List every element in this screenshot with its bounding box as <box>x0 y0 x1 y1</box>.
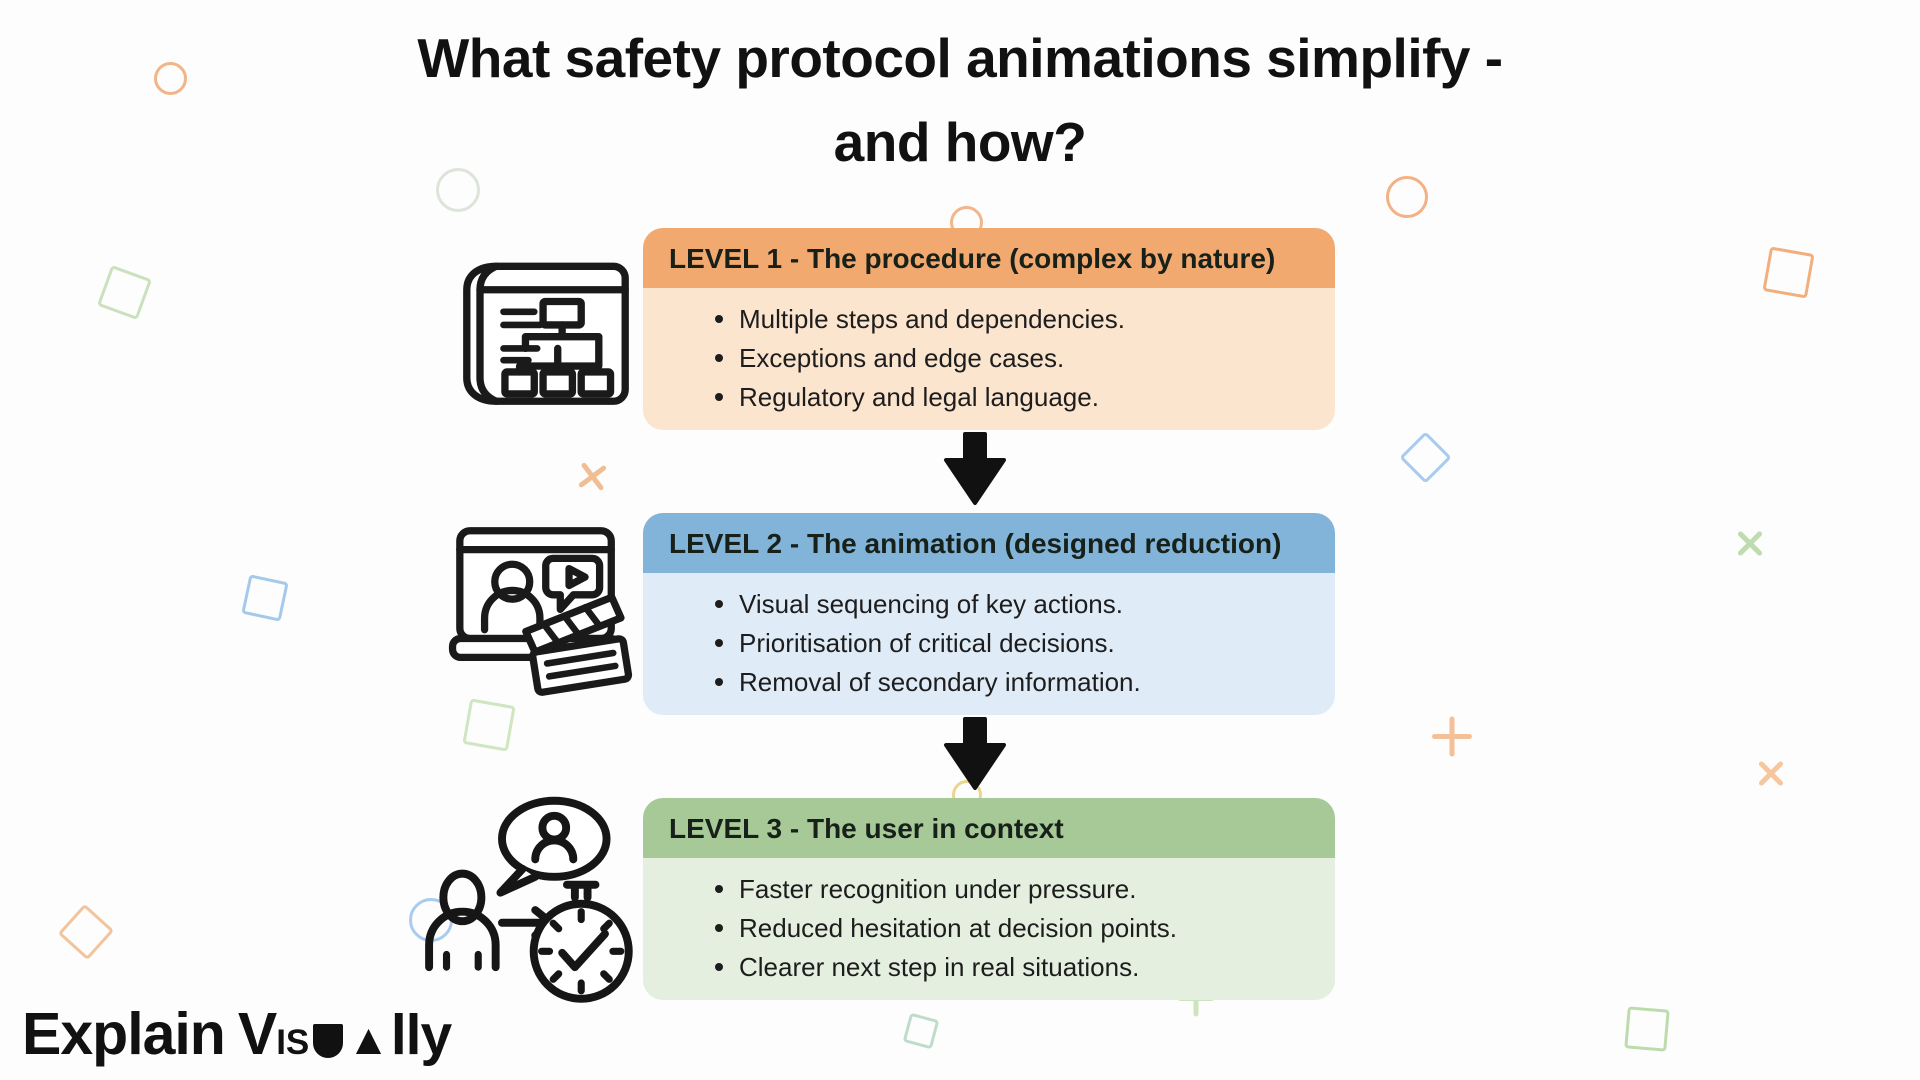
logo-letters-lly: lly <box>390 1003 452 1067</box>
logo-shape-u <box>313 1024 344 1058</box>
green-diamond-left <box>96 264 153 321</box>
orange-circle-top-left <box>154 62 187 95</box>
green-x-right <box>1734 527 1766 559</box>
orange-diamond-bottom-left <box>57 903 115 961</box>
level-2-bullet: Visual sequencing of key actions. <box>715 587 1335 621</box>
level-1-bullet: Exceptions and edge cases. <box>715 341 1335 375</box>
page-title: What safety protocol animations simplify… <box>20 16 1900 184</box>
teal-diamond-bottom <box>902 1012 940 1050</box>
level-1-body: Multiple steps and dependencies. Excepti… <box>643 288 1335 430</box>
level-1-bullet: Multiple steps and dependencies. <box>715 302 1335 336</box>
orange-plus-right <box>1432 716 1472 756</box>
orange-x-right <box>1755 757 1787 789</box>
orange-x-mid <box>574 458 611 495</box>
logo-letters-is: IS <box>276 1023 310 1062</box>
explain-visually-logo: Explain V IS ▲ lly <box>22 1000 452 1070</box>
user-stopwatch-icon <box>402 796 640 1003</box>
blue-diamond-right <box>1399 431 1452 484</box>
level-2-bullet: Removal of secondary information. <box>715 665 1335 699</box>
level-1-header: LEVEL 1 - The procedure (complex by natu… <box>643 228 1335 288</box>
page-title-line2: and how? <box>833 111 1087 173</box>
level-2-bullet: Prioritisation of critical decisions. <box>715 626 1335 660</box>
level-3-header: LEVEL 3 - The user in context <box>643 798 1335 858</box>
level-3-bullet: Reduced hesitation at decision points. <box>715 911 1335 945</box>
level-3-box: LEVEL 3 - The user in context Faster rec… <box>643 798 1335 1000</box>
green-square-mid <box>462 698 516 752</box>
logo-letter-v: V <box>237 1001 277 1067</box>
level-3-bullet: Clearer next step in real situations. <box>715 950 1335 984</box>
down-arrow-icon <box>944 432 1006 505</box>
green-square-bottom-right <box>1624 1006 1670 1052</box>
flowchart-document-icon <box>458 256 634 413</box>
level-1-bullet: Regulatory and legal language. <box>715 380 1335 414</box>
level-2-body: Visual sequencing of key actions. Priori… <box>643 573 1335 715</box>
page-title-line1: What safety protocol animations simplify… <box>417 27 1503 89</box>
orange-circle-top-right <box>1386 176 1428 218</box>
video-clapperboard-icon <box>448 522 633 696</box>
level-1-bullet-list: Multiple steps and dependencies. Excepti… <box>643 302 1335 414</box>
level-2-bullet-list: Visual sequencing of key actions. Priori… <box>643 587 1335 699</box>
level-2-box: LEVEL 2 - The animation (designed reduct… <box>643 513 1335 715</box>
logo-triangle-a: ▲ <box>347 1016 390 1064</box>
level-3-bullet-list: Faster recognition under pressure. Reduc… <box>643 872 1335 984</box>
level-2-header: LEVEL 2 - The animation (designed reduct… <box>643 513 1335 573</box>
level-3-bullet: Faster recognition under pressure. <box>715 872 1335 906</box>
blue-square-left <box>241 574 289 622</box>
faint-green-circle-top <box>436 168 480 212</box>
down-arrow-icon <box>944 717 1006 790</box>
logo-word-explain: Explain <box>22 1001 226 1067</box>
level-3-body: Faster recognition under pressure. Reduc… <box>643 858 1335 1000</box>
orange-square-right <box>1762 246 1815 299</box>
level-1-box: LEVEL 1 - The procedure (complex by natu… <box>643 228 1335 430</box>
